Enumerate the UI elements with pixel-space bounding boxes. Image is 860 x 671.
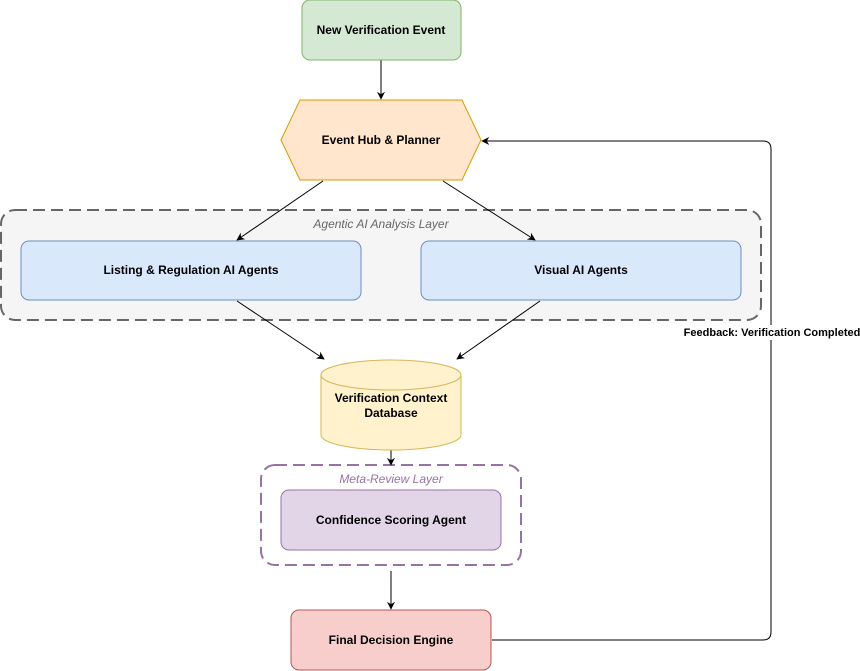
- edge-visual-agents-to-db: [456, 300, 541, 360]
- analysis-layer-label: Agentic AI Analysis Layer: [312, 217, 449, 231]
- feedback-label-group: Feedback: Verification Completed: [684, 325, 860, 340]
- final-decision-box: [290, 609, 492, 671]
- database-label-line1: Verification Context: [335, 391, 448, 405]
- visual-agents-label: Visual AI Agents: [534, 263, 628, 277]
- edge-feedback-final-to-hub: [481, 137, 772, 641]
- edge-listing-agents-to-db: [236, 300, 325, 360]
- feedback-label: Feedback: Verification Completed: [684, 327, 860, 339]
- edge-hub-to-listing-agents: [236, 180, 324, 241]
- event-hub-label: Event Hub & Planner: [322, 133, 441, 147]
- edge-hub-to-visual-agents: [442, 180, 536, 241]
- event-hub-node: Event Hub & Planner: [280, 99, 482, 181]
- visual-agents-box: [420, 240, 742, 301]
- confidence-agent-box: [280, 489, 502, 551]
- database-label-line2: Database: [364, 406, 418, 420]
- confidence-agent-node: Confidence Scoring Agent: [280, 489, 502, 551]
- listing-agents-label: Listing & Regulation AI Agents: [103, 263, 278, 277]
- new-verification-event-box: [301, 0, 462, 61]
- feedback-label-background: [684, 325, 860, 340]
- listing-agents-box: [20, 240, 362, 301]
- final-decision-node: Final Decision Engine: [290, 609, 492, 671]
- new-verification-event-node: New Verification Event: [301, 0, 462, 61]
- edges: [236, 60, 772, 641]
- confidence-agent-label: Confidence Scoring Agent: [316, 513, 466, 527]
- listing-agents-node: Listing & Regulation AI Agents: [20, 240, 362, 301]
- database-cylinder-body: [320, 375, 462, 451]
- final-decision-label: Final Decision Engine: [329, 633, 454, 647]
- database-cylinder-top: [320, 359, 462, 391]
- new-verification-event-label: New Verification Event: [317, 23, 446, 37]
- context-database-node: Verification Context Database: [320, 359, 462, 451]
- meta-review-layer-label: Meta-Review Layer: [339, 472, 443, 486]
- visual-agents-node: Visual AI Agents: [420, 240, 742, 301]
- event-hub-hexagon: [280, 99, 482, 181]
